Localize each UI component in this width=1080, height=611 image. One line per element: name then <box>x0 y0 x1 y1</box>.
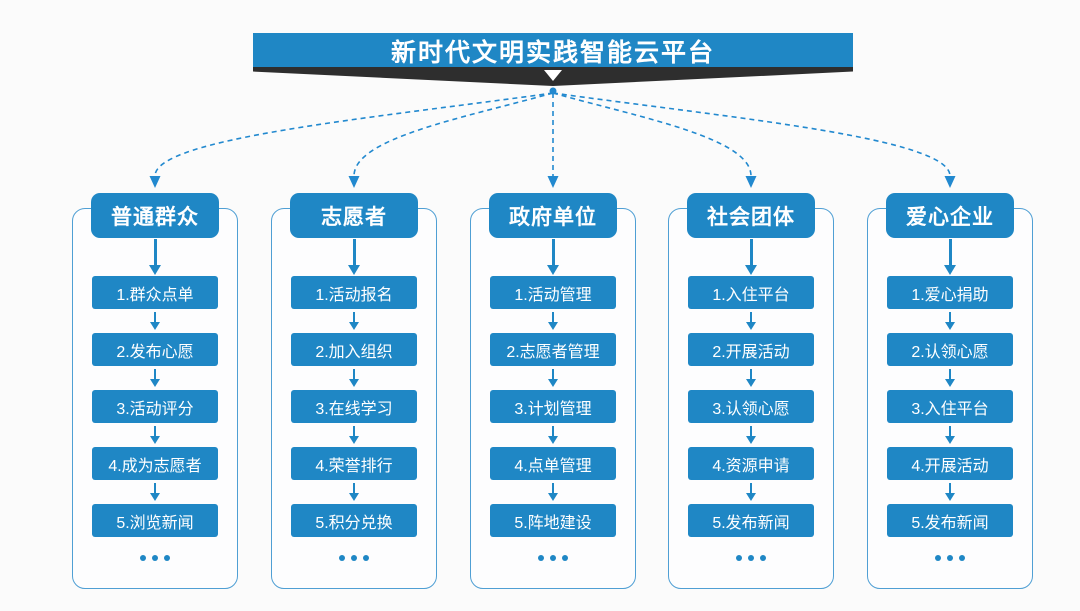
step-volunteer-3: 3.在线学习 <box>291 390 417 423</box>
down-arrow-icon <box>688 309 814 333</box>
dot <box>164 555 170 561</box>
down-arrow-icon <box>688 366 814 390</box>
down-arrow-icon <box>887 309 1013 333</box>
dot <box>562 555 568 561</box>
step-general-public-4: 4.成为志愿者 <box>92 447 218 480</box>
ellipsis-dots <box>140 555 170 561</box>
column-steps: 1.爱心捐助 2.认领心愿 3.入住平台 4.开展活动 5.发布新闻 <box>887 276 1013 537</box>
step-general-public-3: 3.活动评分 <box>92 390 218 423</box>
down-arrow-icon <box>887 480 1013 504</box>
step-general-public-5: 5.浏览新闻 <box>92 504 218 537</box>
step-general-public-1: 1.群众点单 <box>92 276 218 309</box>
dot <box>736 555 742 561</box>
down-arrow-icon <box>490 423 616 447</box>
step-government-unit-4: 4.点单管理 <box>490 447 616 480</box>
dot <box>760 555 766 561</box>
down-arrow-icon <box>291 309 417 333</box>
step-general-public-2: 2.发布心愿 <box>92 333 218 366</box>
column-caring-enterprise: 爱心企业 1.爱心捐助 2.认领心愿 3.入住平台 4.开展活动 5.发布新闻 <box>867 193 1033 589</box>
column-steps: 1.入住平台 2.开展活动 3.认领心愿 4.资源申请 5.发布新闻 <box>688 276 814 537</box>
dot <box>947 555 953 561</box>
step-volunteer-1: 1.活动报名 <box>291 276 417 309</box>
down-arrow-icon <box>490 366 616 390</box>
down-arrow-icon <box>92 480 218 504</box>
column-general-public: 普通群众 1.群众点单 2.发布心愿 3.活动评分 4.成为志愿者 5.浏览新闻 <box>72 193 238 589</box>
down-arrow-icon <box>547 238 559 276</box>
dot <box>935 555 941 561</box>
column-header-government-unit: 政府单位 <box>489 193 617 238</box>
down-arrow-icon <box>348 238 360 276</box>
column-steps: 1.活动报名 2.加入组织 3.在线学习 4.荣誉排行 5.积分兑换 <box>291 276 417 537</box>
step-volunteer-4: 4.荣誉排行 <box>291 447 417 480</box>
down-chevron-icon <box>544 70 562 81</box>
dot <box>140 555 146 561</box>
step-caring-enterprise-3: 3.入住平台 <box>887 390 1013 423</box>
arrowhead-icon <box>745 176 757 188</box>
step-caring-enterprise-4: 4.开展活动 <box>887 447 1013 480</box>
step-social-group-2: 2.开展活动 <box>688 333 814 366</box>
down-arrow-icon <box>92 309 218 333</box>
step-caring-enterprise-2: 2.认领心愿 <box>887 333 1013 366</box>
dashed-connector <box>552 92 951 177</box>
column-volunteer: 志愿者 1.活动报名 2.加入组织 3.在线学习 4.荣誉排行 5.积分兑换 <box>271 193 437 589</box>
step-volunteer-2: 2.加入组织 <box>291 333 417 366</box>
dot <box>339 555 345 561</box>
down-arrow-icon <box>490 480 616 504</box>
step-social-group-5: 5.发布新闻 <box>688 504 814 537</box>
ellipsis-dots <box>935 555 965 561</box>
down-arrow-icon <box>149 238 161 276</box>
step-government-unit-1: 1.活动管理 <box>490 276 616 309</box>
down-arrow-icon <box>944 238 956 276</box>
dot <box>550 555 556 561</box>
down-arrow-icon <box>887 423 1013 447</box>
column-steps: 1.群众点单 2.发布心愿 3.活动评分 4.成为志愿者 5.浏览新闻 <box>92 276 218 537</box>
down-arrow-icon <box>887 366 1013 390</box>
dashed-connector <box>154 92 554 177</box>
step-government-unit-3: 3.计划管理 <box>490 390 616 423</box>
step-social-group-4: 4.资源申请 <box>688 447 814 480</box>
down-arrow-icon <box>291 366 417 390</box>
down-arrow-icon <box>688 423 814 447</box>
ellipsis-dots <box>736 555 766 561</box>
arrowhead-icon <box>944 176 956 188</box>
arrowhead-icon <box>348 176 360 188</box>
down-arrow-icon <box>291 480 417 504</box>
step-caring-enterprise-5: 5.发布新闻 <box>887 504 1013 537</box>
step-government-unit-5: 5.阵地建设 <box>490 504 616 537</box>
dot <box>959 555 965 561</box>
column-header-volunteer: 志愿者 <box>290 193 418 238</box>
column-social-group: 社会团体 1.入住平台 2.开展活动 3.认领心愿 4.资源申请 5.发布新闻 <box>668 193 834 589</box>
ellipsis-dots <box>339 555 369 561</box>
dot <box>351 555 357 561</box>
down-arrow-icon <box>291 423 417 447</box>
dot <box>748 555 754 561</box>
column-header-social-group: 社会团体 <box>687 193 815 238</box>
arrowhead-icon <box>149 176 161 188</box>
step-social-group-3: 3.认领心愿 <box>688 390 814 423</box>
dot <box>538 555 544 561</box>
column-steps: 1.活动管理 2.志愿者管理 3.计划管理 4.点单管理 5.阵地建设 <box>490 276 616 537</box>
down-arrow-icon <box>92 423 218 447</box>
platform-title-banner: 新时代文明实践智能云平台 <box>253 33 853 68</box>
dashed-connector <box>353 92 554 177</box>
arrowhead-icon <box>547 176 559 188</box>
dot <box>363 555 369 561</box>
down-arrow-icon <box>92 366 218 390</box>
step-government-unit-2: 2.志愿者管理 <box>490 333 616 366</box>
dot <box>152 555 158 561</box>
down-arrow-icon <box>490 309 616 333</box>
down-arrow-icon <box>745 238 757 276</box>
down-arrow-icon <box>688 480 814 504</box>
step-volunteer-5: 5.积分兑换 <box>291 504 417 537</box>
column-header-caring-enterprise: 爱心企业 <box>886 193 1014 238</box>
ellipsis-dots <box>538 555 568 561</box>
step-caring-enterprise-1: 1.爱心捐助 <box>887 276 1013 309</box>
dashed-connector <box>552 92 752 177</box>
fanout-origin-dot <box>549 87 557 95</box>
column-header-general-public: 普通群众 <box>91 193 219 238</box>
column-government-unit: 政府单位 1.活动管理 2.志愿者管理 3.计划管理 4.点单管理 5.阵地建设 <box>470 193 636 589</box>
step-social-group-1: 1.入住平台 <box>688 276 814 309</box>
